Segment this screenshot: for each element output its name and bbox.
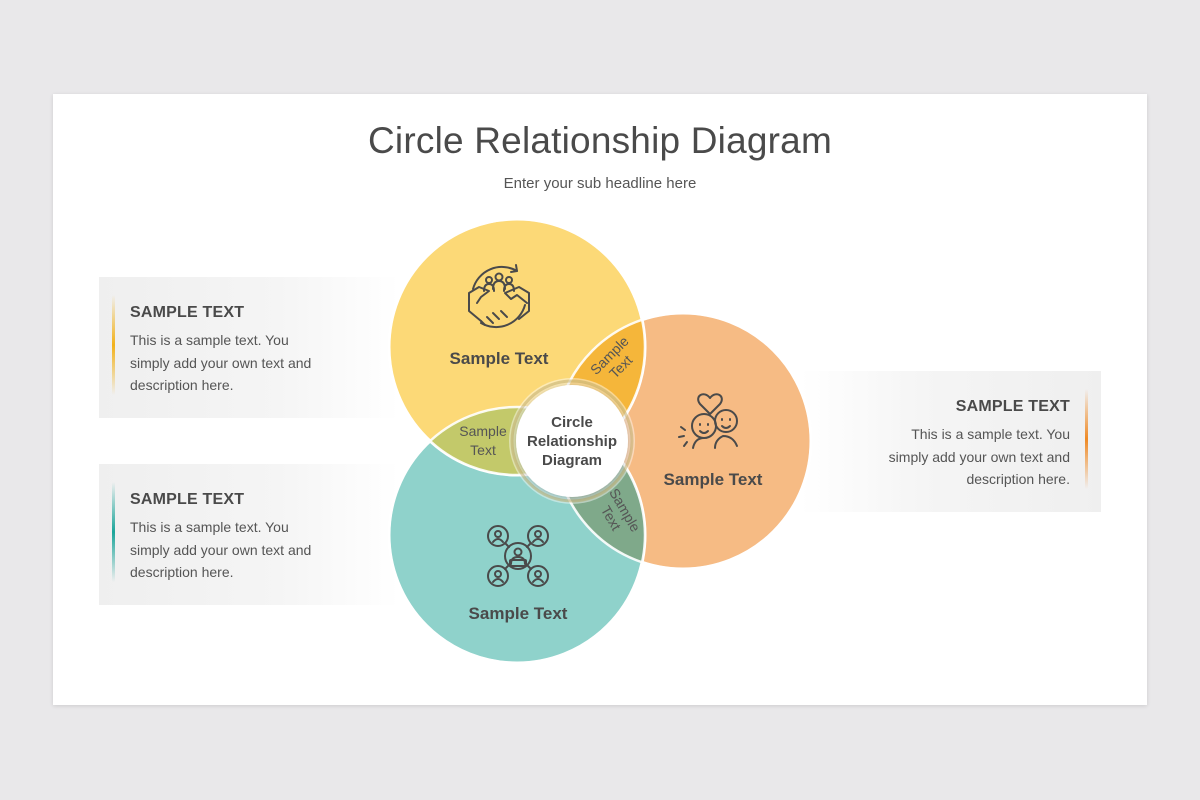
overlap-yellow-orange — [555, 313, 645, 475]
text-card-right: SAMPLE TEXT This is a sample text. You s… — [800, 371, 1101, 512]
card-heading: SAMPLE TEXT — [955, 398, 1070, 415]
network-people-icon — [487, 525, 549, 587]
text-card-bottom-left: SAMPLE TEXT This is a sample text. You s… — [99, 464, 399, 605]
circle-yellow-label: Sample Text — [450, 349, 549, 368]
center-circle — [516, 385, 628, 497]
text-card-top-left: SAMPLE TEXT This is a sample text. You s… — [99, 277, 399, 418]
overlap-yellow-teal-label: Sample Text — [459, 423, 507, 458]
circle-orange-label: Sample Text — [664, 470, 763, 489]
center-label-line-1: Circle — [551, 414, 593, 431]
page-title: Circle Relationship Diagram — [368, 120, 832, 161]
card-accent-bar — [112, 482, 115, 582]
card-accent-bar — [112, 295, 115, 395]
card-body: This is a sample text. You simply add yo… — [888, 426, 1070, 487]
circle-teal-label: Sample Text — [469, 604, 568, 623]
card-body: This is a sample text. You simply add yo… — [130, 332, 312, 393]
page-subtitle: Enter your sub headline here — [503, 175, 697, 192]
center-label-line-2: Relationship — [527, 433, 617, 450]
card-heading: SAMPLE TEXT — [130, 491, 245, 508]
svg-text:Sample: Sample — [459, 423, 507, 439]
friends-heart-icon — [678, 393, 738, 449]
center-label-line-3: Diagram — [542, 452, 602, 469]
handshake-team-icon — [468, 264, 530, 329]
card-heading: SAMPLE TEXT — [130, 304, 245, 321]
card-accent-bar — [1085, 389, 1088, 489]
card-body: This is a sample text. You simply add yo… — [130, 519, 312, 580]
svg-text:Text: Text — [470, 442, 496, 458]
